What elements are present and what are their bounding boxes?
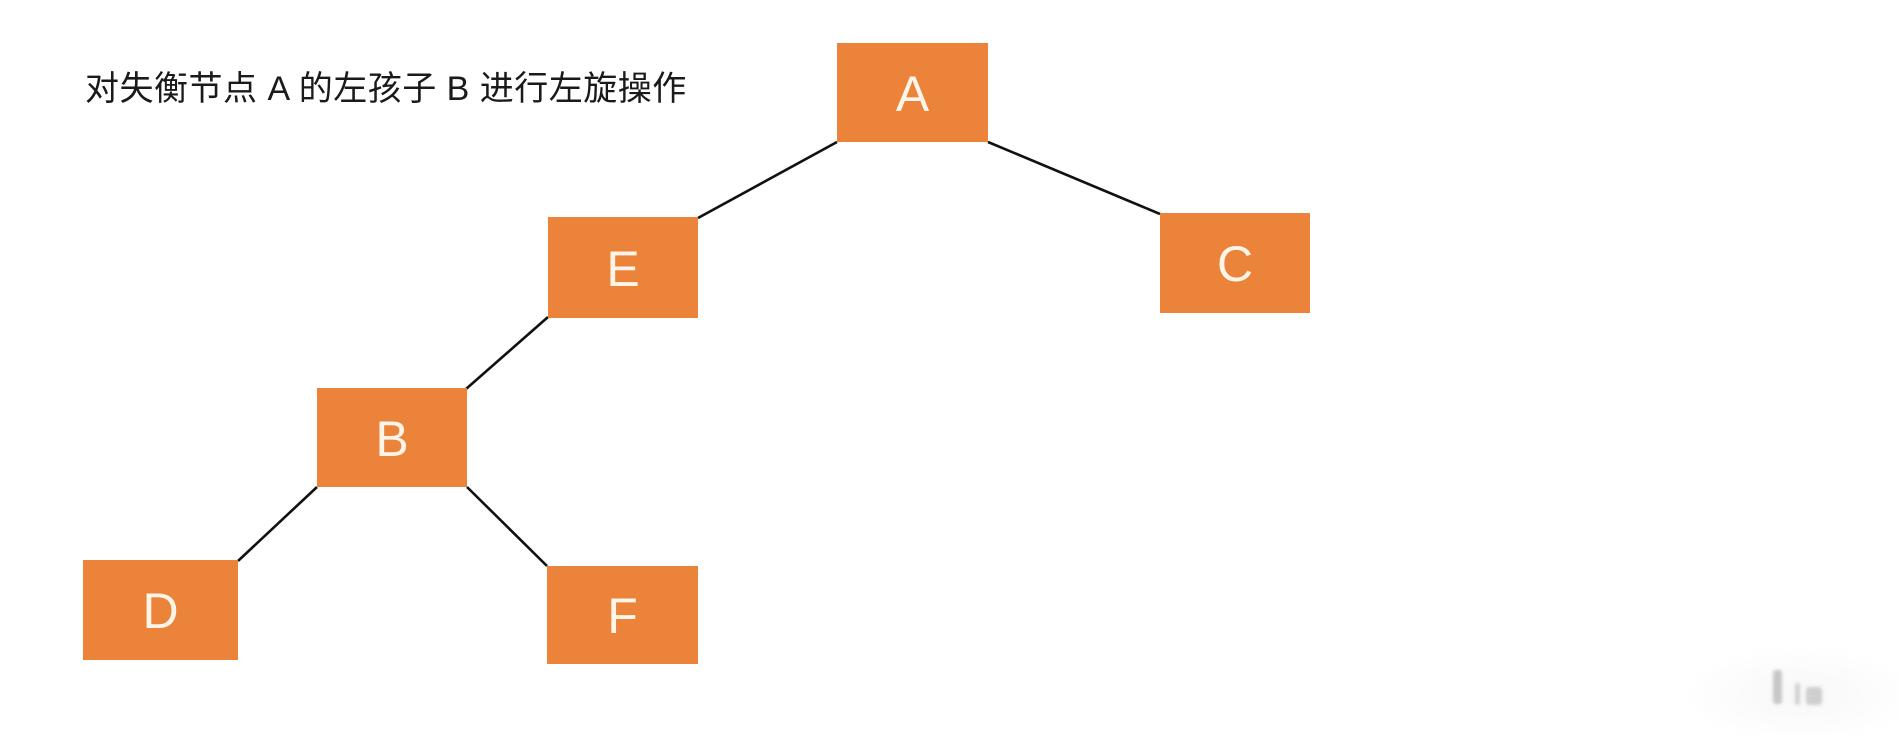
tree-node-label-A: A	[895, 65, 930, 122]
tree-node-B: B	[317, 388, 467, 487]
tree-node-label-E: E	[606, 240, 640, 297]
tree-node-label-C: C	[1216, 236, 1254, 292]
edge-A-C	[987, 140, 1161, 216]
tree-node-label-F: F	[607, 588, 638, 644]
edge-B-D	[237, 486, 318, 562]
tree-node-label-B: B	[375, 410, 409, 467]
edge-E-B	[465, 316, 549, 390]
tree-node-C: C	[1160, 213, 1310, 313]
watermark-mark-1	[1773, 670, 1782, 704]
edge-A-E	[697, 140, 838, 220]
tree-node-F: F	[547, 566, 698, 664]
diagram-caption: 对失衡节点 A 的左孩子 B 进行左旋操作	[85, 70, 687, 108]
watermark-mark-2	[1795, 683, 1800, 705]
tree-node-A: A	[837, 43, 988, 142]
tree-node-D: D	[83, 560, 238, 660]
watermark-mark-3	[1806, 687, 1822, 705]
tree-node-E: E	[548, 217, 698, 318]
tree-node-label-D: D	[142, 583, 179, 639]
edge-B-F	[466, 486, 548, 567]
watermark-smudge	[1680, 645, 1898, 735]
